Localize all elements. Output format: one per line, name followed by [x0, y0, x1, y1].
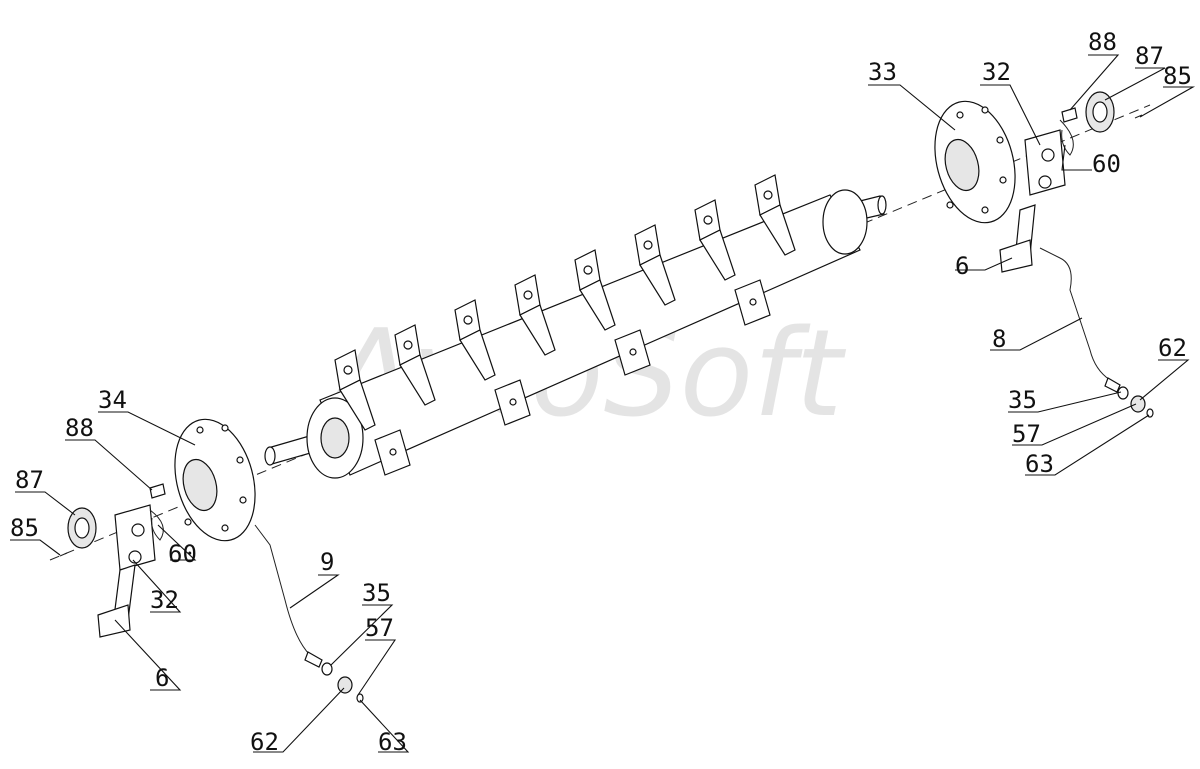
callout-9-left: 9 — [320, 548, 334, 576]
callout-6-right: 6 — [955, 252, 969, 280]
right-clip-60 — [1059, 119, 1074, 156]
callout-60-left: 60 — [168, 540, 197, 568]
callout-34-left: 34 — [98, 386, 127, 414]
left-support-6 — [97, 564, 136, 638]
left-flange-34 — [174, 418, 256, 542]
rotor-knives — [334, 174, 796, 476]
callout-60-right: 60 — [1092, 150, 1121, 178]
callout-8-right: 8 — [992, 325, 1006, 353]
right-bracket-32 — [1024, 129, 1066, 196]
left-bolt-88 — [149, 483, 166, 499]
callout-6-left: 6 — [155, 664, 169, 692]
knife-bracket — [614, 329, 651, 376]
right-tube-8 — [1039, 247, 1121, 393]
callout-32-left: 32 — [150, 586, 179, 614]
knife-bracket — [514, 274, 556, 356]
callout-87-right: 87 — [1135, 42, 1164, 70]
right-pin-85 — [1134, 114, 1143, 119]
callout-62-right: 62 — [1158, 334, 1187, 362]
left-clip-60 — [149, 509, 164, 541]
left-bearing-87 — [67, 507, 97, 549]
knife-bracket — [734, 279, 771, 326]
knife-bracket — [394, 324, 436, 406]
callouts: 33 32 88 87 85 60 6 8 62 35 57 63 34 88 … — [10, 28, 1192, 756]
callout-35-right: 35 — [1008, 386, 1037, 414]
leader-lines — [10, 54, 1196, 753]
knife-bracket — [334, 349, 376, 431]
callout-57-left: 57 — [365, 614, 394, 642]
right-fittings — [1117, 386, 1154, 418]
right-bolt-88 — [1061, 107, 1078, 123]
right-support-6 — [999, 204, 1036, 273]
callout-85-right: 85 — [1163, 62, 1192, 90]
left-bracket-32 — [114, 504, 156, 571]
knife-bracket — [454, 299, 496, 381]
callout-33-right: 33 — [868, 58, 897, 86]
callout-57-right: 57 — [1012, 420, 1041, 448]
callout-63-left: 63 — [378, 728, 407, 756]
callout-63-right: 63 — [1025, 450, 1054, 478]
callout-87-left: 87 — [15, 466, 44, 494]
knife-bracket — [374, 429, 411, 476]
knife-bracket — [694, 199, 736, 281]
left-tube-9 — [254, 524, 323, 668]
callout-32-right: 32 — [982, 58, 1011, 86]
left-pin-85 — [59, 552, 68, 557]
callout-88-right: 88 — [1088, 28, 1117, 56]
left-fittings — [321, 662, 364, 703]
right-bearing-87 — [1085, 91, 1115, 133]
callout-35-left: 35 — [362, 579, 391, 607]
knife-bracket — [574, 249, 616, 331]
knife-bracket — [634, 224, 676, 306]
callout-85-left: 85 — [10, 514, 39, 542]
knife-bracket — [494, 379, 531, 426]
knife-bracket — [754, 174, 796, 256]
callout-88-left: 88 — [65, 414, 94, 442]
callout-62-left: 62 — [250, 728, 279, 756]
right-flange-33 — [934, 100, 1016, 224]
